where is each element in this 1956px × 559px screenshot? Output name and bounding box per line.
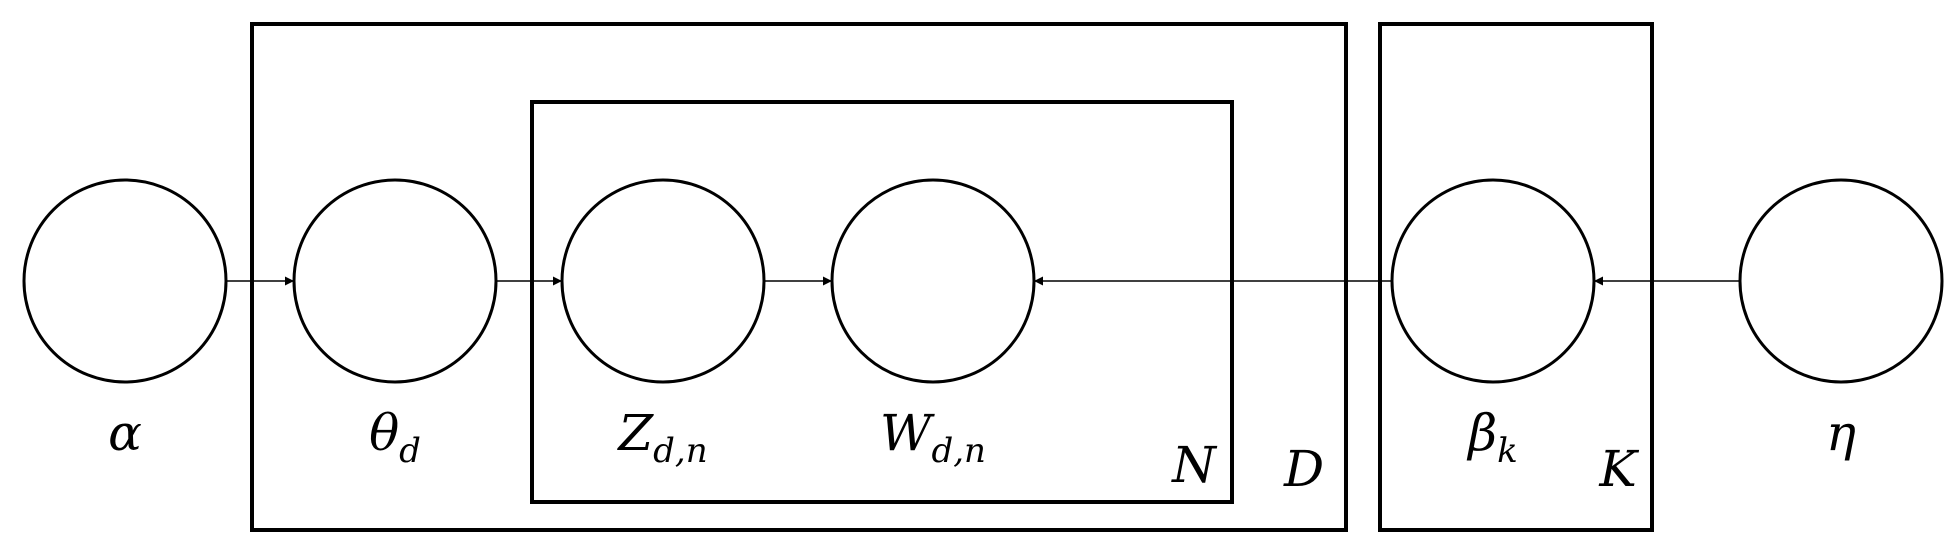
label-eta-symbol: η bbox=[1826, 404, 1856, 462]
node-w bbox=[830, 178, 1036, 384]
node-alpha bbox=[22, 178, 228, 384]
node-eta bbox=[1738, 178, 1944, 384]
label-w-subscript: d,n bbox=[931, 431, 985, 471]
label-eta: η bbox=[1826, 404, 1856, 462]
plate-words bbox=[530, 100, 1234, 504]
label-alpha-symbol: α bbox=[108, 404, 142, 462]
plate-label-words: N bbox=[1171, 436, 1218, 494]
label-beta-subscript: k bbox=[1497, 431, 1518, 471]
label-w: Wd,n bbox=[880, 404, 986, 471]
label-z: Zd,n bbox=[616, 404, 707, 471]
label-z-symbol: Z bbox=[616, 404, 654, 462]
label-theta-subscript: d bbox=[399, 431, 421, 471]
node-beta bbox=[1390, 178, 1596, 384]
node-z bbox=[560, 178, 766, 384]
label-theta: θd bbox=[369, 404, 421, 471]
plate-label-topics: K bbox=[1598, 440, 1639, 498]
label-z-subscript: d,n bbox=[653, 431, 707, 471]
label-alpha: α bbox=[108, 404, 142, 462]
label-theta-symbol: θ bbox=[369, 404, 399, 462]
label-w-symbol: W bbox=[880, 404, 935, 462]
label-beta: βk bbox=[1466, 404, 1518, 471]
node-theta bbox=[292, 178, 498, 384]
plate-topics bbox=[1378, 22, 1654, 532]
plate-label-documents: D bbox=[1283, 440, 1324, 498]
label-beta-symbol: β bbox=[1466, 404, 1497, 462]
plate-documents bbox=[250, 22, 1348, 532]
